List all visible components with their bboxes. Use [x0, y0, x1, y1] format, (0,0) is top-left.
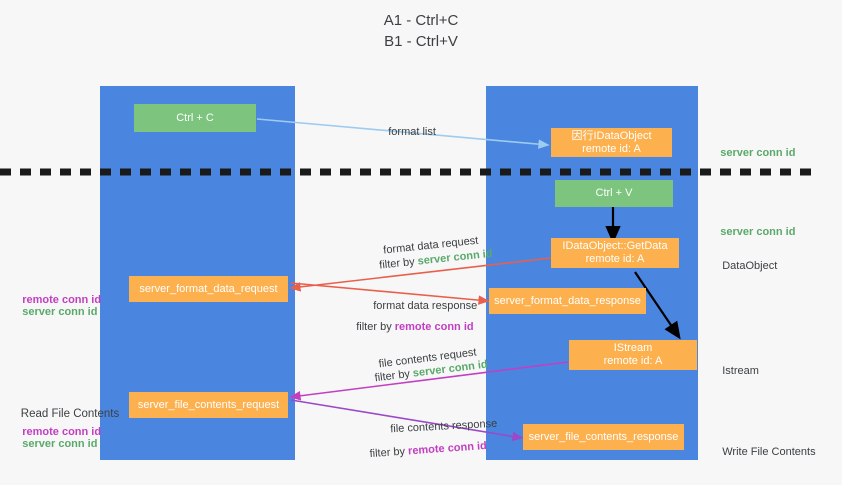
filter-key-server-conn-id-1: server conn id — [417, 247, 494, 268]
box-istream-line2: remote id: A — [603, 355, 663, 367]
box-ctrl-v[interactable]: Ctrl + V — [555, 180, 673, 207]
box-server-format-data-request[interactable]: server_format_data_request — [129, 276, 288, 302]
box-set-idataobject[interactable]: 因行IDataObject remote id: A — [551, 128, 672, 157]
box-set-idataobject-line2: remote id: A — [582, 142, 641, 155]
label-read-file-contents: Read File Contents — [20, 408, 120, 420]
filter-key-remote-conn-id-1: remote conn id — [394, 321, 474, 333]
title-line-1: A1 - Ctrl+C — [383, 12, 459, 29]
label-format-list: format list — [388, 126, 436, 138]
box-ctrl-v-label: Ctrl + V — [595, 187, 633, 199]
label-server-conn-id-mid: server conn id — [720, 226, 796, 238]
box-set-idataobject-line1: 因行IDataObject — [571, 129, 652, 142]
box-getdata-line2: remote id: A — [585, 253, 645, 265]
box-server-format-data-response-label: server_format_data_response — [494, 294, 641, 307]
page-title: A1 - Ctrl+C B1 - Ctrl+V — [0, 10, 842, 52]
filter-key-remote-conn-id-2: remote conn id — [407, 439, 488, 458]
label-server-conn-id-upper: server conn id — [22, 306, 98, 318]
label-write-file-contents: Write File Contents — [722, 446, 816, 458]
label-server-conn-id-top: server conn id — [720, 147, 796, 159]
box-ctrl-c[interactable]: Ctrl + C — [134, 104, 256, 132]
box-server-file-contents-request[interactable]: server_file_contents_request — [129, 392, 288, 418]
box-server-format-data-response[interactable]: server_format_data_response — [489, 288, 646, 314]
box-server-file-contents-response[interactable]: server_file_contents_response — [523, 424, 684, 450]
box-getdata-line1: IDataObject::GetData — [562, 240, 668, 252]
label-file-contents-response-filter: filter by remote conn id — [369, 439, 488, 461]
label-remote-conn-id-upper: remote conn id — [22, 294, 102, 306]
label-server-conn-id-lower: server conn id — [22, 438, 98, 450]
title-line-2: B1 - Ctrl+V — [384, 33, 458, 50]
label-format-data-response: format data response — [373, 300, 478, 312]
box-ctrl-c-label: Ctrl + C — [176, 111, 214, 124]
box-server-format-data-request-label: server_format_data_request — [139, 282, 278, 295]
box-getdata[interactable]: IDataObject::GetData remote id: A — [551, 238, 679, 268]
label-dataobject: DataObject — [722, 260, 778, 272]
label-remote-conn-id-lower: remote conn id — [22, 426, 102, 438]
filter-key-server-conn-id-2: server conn id — [412, 358, 489, 380]
box-server-file-contents-response-label: server_file_contents_response — [528, 430, 679, 443]
box-istream-line1: IStream — [613, 342, 653, 354]
label-istream: Istream — [722, 365, 759, 377]
label-format-data-response-filter: filter by remote conn id — [356, 321, 474, 333]
box-server-file-contents-request-label: server_file_contents_request — [137, 398, 280, 411]
box-istream[interactable]: IStream remote id: A — [569, 340, 697, 370]
